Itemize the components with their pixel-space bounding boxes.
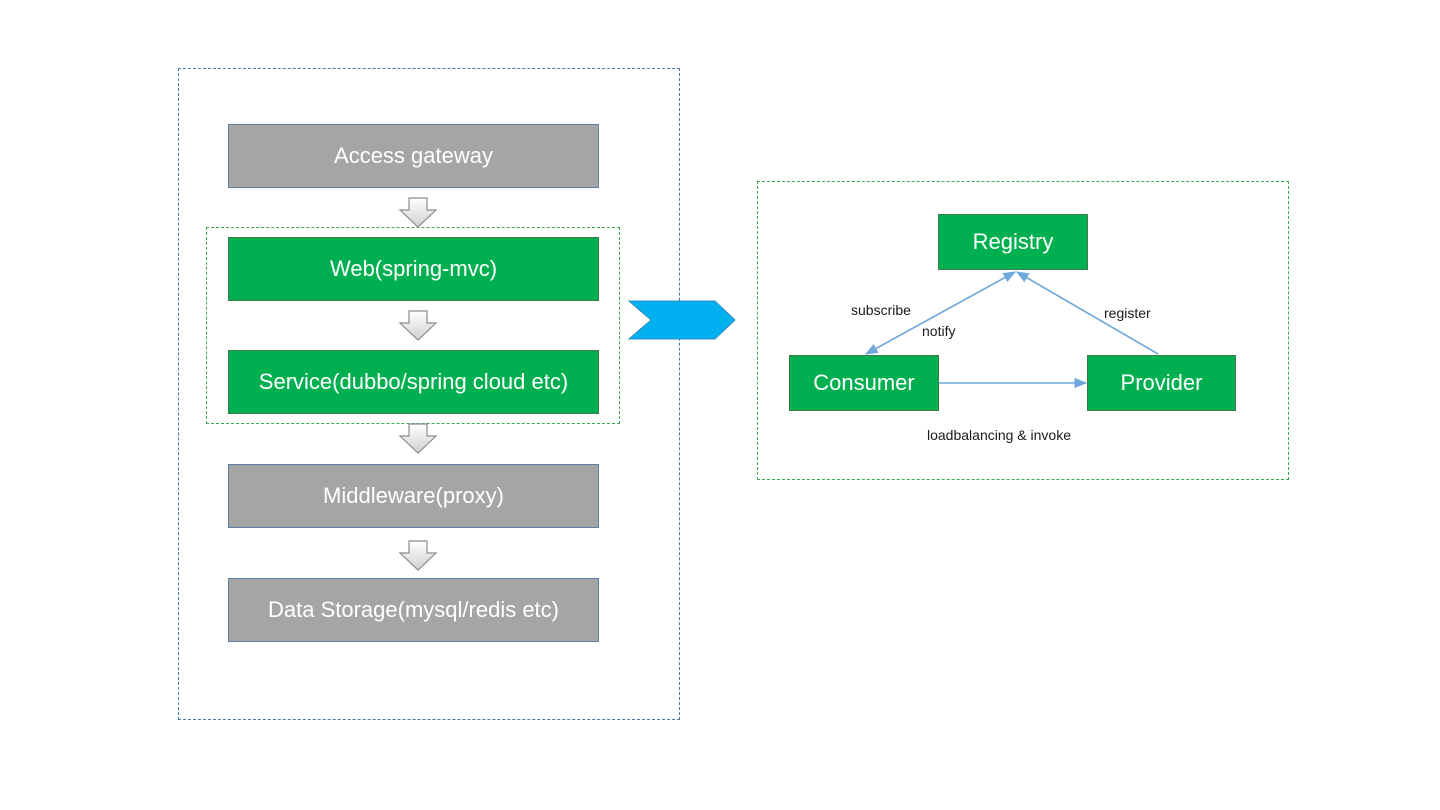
web-spring-mvc-box: Web(spring-mvc) xyxy=(228,237,599,301)
notify-label: notify xyxy=(922,323,956,339)
invoke-label: loadbalancing & invoke xyxy=(927,427,1071,443)
down-arrow-icon xyxy=(398,197,438,228)
down-arrow-icon xyxy=(398,310,438,341)
access-gateway-box: Access gateway xyxy=(228,124,599,188)
registry-box: Registry xyxy=(938,214,1088,270)
down-arrow-icon xyxy=(398,423,438,454)
architecture-layers-frame xyxy=(178,68,680,720)
middleware-proxy-box: Middleware(proxy) xyxy=(228,464,599,528)
provider-box: Provider xyxy=(1087,355,1236,411)
service-dubbo-box: Service(dubbo/spring cloud etc) xyxy=(228,350,599,414)
register-label: register xyxy=(1104,305,1151,321)
down-arrow-icon xyxy=(398,540,438,571)
rpc-detail-frame xyxy=(757,181,1289,480)
chevron-arrow-icon xyxy=(627,300,736,340)
data-storage-box: Data Storage(mysql/redis etc) xyxy=(228,578,599,642)
subscribe-label: subscribe xyxy=(851,302,911,318)
consumer-box: Consumer xyxy=(789,355,939,411)
